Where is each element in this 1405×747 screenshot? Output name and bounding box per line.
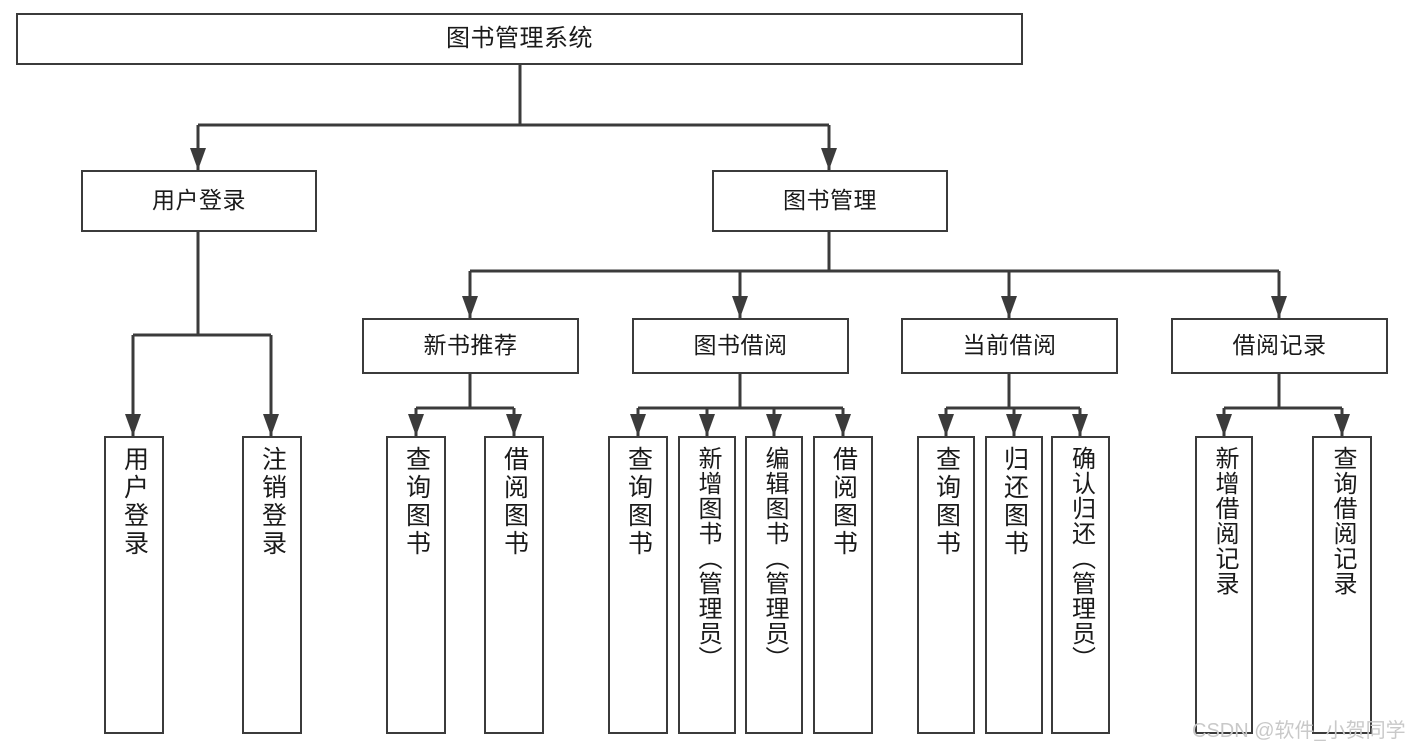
arrowhead-leaf-8 [835,414,851,436]
arrowhead-leaf-2 [263,414,279,436]
node-label: 新增图书（管理员） [694,446,721,671]
node-borrow[interactable]: 图书借阅 [632,318,849,374]
node-leaf-11[interactable]: 确认归还（管理员） [1051,436,1110,734]
node-leaf-1[interactable]: 用户登录 [104,436,164,734]
node-leaf-9[interactable]: 查询图书 [917,436,975,734]
arrowhead-leaf-13 [1334,414,1350,436]
node-label: 用户登录 [120,446,149,558]
node-label: 查询图书 [402,446,431,558]
node-label: 图书借阅 [693,332,788,359]
node-leaf-13[interactable]: 查询借阅记录 [1312,436,1372,734]
node-label: 查询图书 [624,446,653,558]
node-label: 归还图书 [1000,446,1029,558]
node-leaf-5[interactable]: 查询图书 [608,436,668,734]
arrowhead-leaf-6 [699,414,715,436]
node-label: 图书管理系统 [446,24,593,52]
node-newbook[interactable]: 新书推荐 [362,318,579,374]
arrowhead-leaf-12 [1216,414,1232,436]
arrowhead-bookmgmt [821,148,837,170]
node-label: 编辑图书（管理员） [761,446,788,671]
node-label: 注销登录 [258,446,287,558]
arrowhead-borrow [732,296,748,318]
node-leaf-7[interactable]: 编辑图书（管理员） [745,436,803,734]
arrowhead-leaf-11 [1072,414,1088,436]
node-label: 确认归还（管理员） [1067,446,1095,671]
arrowhead-newbook [462,296,478,318]
node-leaf-4[interactable]: 借阅图书 [484,436,544,734]
node-label: 当前借阅 [962,332,1057,359]
node-current[interactable]: 当前借阅 [901,318,1118,374]
node-bookmgmt[interactable]: 图书管理 [712,170,948,232]
node-label: 查询借阅记录 [1329,446,1356,596]
node-label: 新增借阅记录 [1211,446,1238,596]
arrowhead-leaf-3 [408,414,424,436]
node-records[interactable]: 借阅记录 [1171,318,1388,374]
arrowhead-leaf-1 [125,414,141,436]
arrowhead-leaf-9 [938,414,954,436]
node-leaf-2[interactable]: 注销登录 [242,436,302,734]
arrowhead-current [1001,296,1017,318]
node-leaf-10[interactable]: 归还图书 [985,436,1043,734]
node-label: 用户登录 [152,187,246,214]
node-label: 借阅图书 [829,446,858,558]
node-label: 图书管理 [783,187,877,214]
node-label: 借阅图书 [500,446,529,558]
node-root[interactable]: 图书管理系统 [16,13,1023,65]
node-label: 查询图书 [932,446,961,558]
node-leaf-6[interactable]: 新增图书（管理员） [678,436,736,734]
arrowhead-records [1271,296,1287,318]
arrowhead-login [190,148,206,170]
watermark-text: CSDN @软件_小贺同学 [1192,720,1405,742]
arrowhead-leaf-5 [630,414,646,436]
node-label: 新书推荐 [423,332,518,359]
node-label: 借阅记录 [1232,332,1327,359]
node-leaf-12[interactable]: 新增借阅记录 [1195,436,1253,734]
arrowhead-leaf-7 [766,414,782,436]
node-leaf-8[interactable]: 借阅图书 [813,436,873,734]
node-login[interactable]: 用户登录 [81,170,317,232]
arrowhead-leaf-10 [1006,414,1022,436]
node-leaf-3[interactable]: 查询图书 [386,436,446,734]
arrowhead-leaf-4 [506,414,522,436]
